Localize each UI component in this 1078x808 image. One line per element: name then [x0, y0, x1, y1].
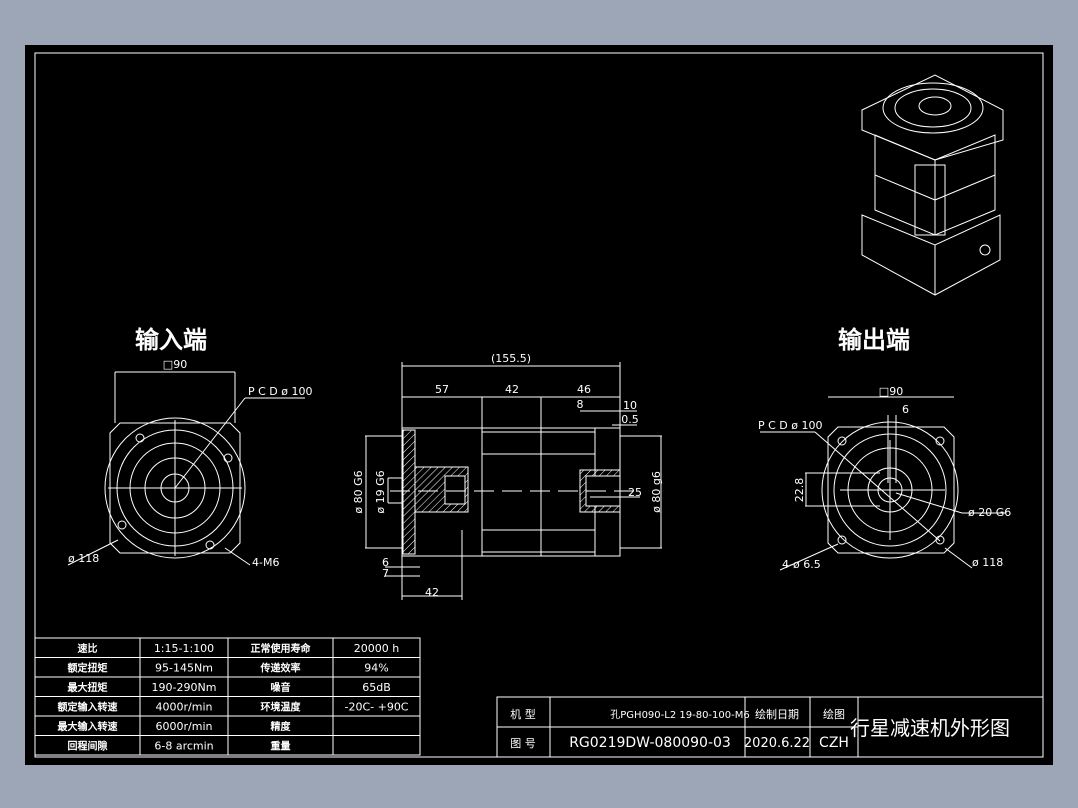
spec-table-cell: 190-290Nm	[152, 681, 217, 694]
drawing: 输入端 □90 P C D ø 100 ø 118 4-M6 (155.5)	[34, 52, 1044, 758]
dim-10: 10	[623, 399, 637, 412]
key-dim: 25	[628, 486, 642, 499]
spec-table-cell: 65dB	[362, 681, 391, 694]
dim-42: 42	[505, 383, 519, 396]
side-view	[365, 362, 662, 600]
cad-drawing-canvas: 输入端 □90 P C D ø 100 ø 118 4-M6 (155.5)	[25, 45, 1053, 765]
overall-length-dim: (155.5)	[491, 352, 531, 365]
flange-dim-6: 6	[382, 556, 389, 569]
spec-table-cell: 20000 h	[354, 642, 399, 655]
input-pcd-dim: P C D ø 100	[248, 385, 313, 398]
spec-table-cell: 6-8 arcmin	[154, 740, 213, 753]
output-pcd-dim: P C D ø 100	[758, 419, 823, 432]
dim-57: 57	[435, 383, 449, 396]
drawer-label: 绘图	[823, 707, 845, 721]
input-dia-dim: ø 118	[68, 552, 99, 565]
spec-table-cell: 额定输入转速	[58, 701, 118, 714]
model-value: 孔PGH090-L2 19-80-100-M6	[610, 709, 749, 721]
spec-table-cell: 最大扭矩	[68, 681, 108, 694]
output-holes-dim: 4-ø 6.5	[782, 558, 821, 571]
dim-0-5: 0.5	[621, 413, 639, 426]
spec-table-cell: 传递效率	[260, 662, 301, 675]
drawing-no-value: RG0219DW-080090-03	[569, 735, 731, 751]
output-shaft-dim: ø 20 G6	[968, 506, 1011, 519]
shaft-dim: ø 80 g6	[650, 471, 663, 513]
spec-table-cell: 重量	[271, 740, 291, 753]
bore-inner-dim: ø 19 G6	[374, 470, 387, 513]
output-square-dim: □90	[879, 385, 903, 398]
spec-table-cell: 回程间隙	[68, 740, 108, 753]
input-view-title: 输入端	[135, 326, 207, 354]
dim-46: 46	[577, 383, 591, 396]
spec-table-cell: 噪音	[271, 681, 291, 694]
input-end-view	[67, 371, 305, 566]
drawing-no-label: 图 号	[510, 737, 536, 750]
input-holes-dim: 4-M6	[252, 556, 279, 569]
spec-table: 速比 1:15-1:100 正常使用寿命 20000 h 额定扭矩 95-145Nm 传递效…	[34, 637, 421, 756]
dim-8: 8	[577, 398, 584, 411]
flange-dim-42: 42	[425, 586, 439, 599]
output-end-view	[760, 396, 1005, 571]
date-value: 2020.6.22	[744, 736, 810, 751]
spec-table-cell: 6000r/min	[156, 720, 213, 733]
spec-table-cell: 环境温度	[261, 701, 302, 714]
drawer-value: CZH	[819, 735, 849, 751]
spec-table-cell: 额定扭矩	[68, 662, 108, 675]
isometric-view	[861, 74, 1004, 296]
output-height-dim: 22.8	[793, 478, 806, 503]
spec-table-cell: 95-145Nm	[155, 662, 213, 675]
model-label: 机 型	[510, 707, 536, 721]
input-square-dim: □90	[163, 358, 187, 371]
output-key-dim: 6	[902, 403, 909, 416]
spec-table-cell: -20C- +90C	[344, 701, 408, 714]
flange-dim-7: 7	[382, 567, 389, 580]
output-view-title: 输出端	[838, 326, 910, 354]
spec-table-cell: 最大输入转速	[58, 720, 118, 733]
spec-table-cell: 1:15-1:100	[154, 642, 214, 655]
drawing-title: 行星减速机外形图	[850, 716, 1010, 740]
date-label: 绘制日期	[755, 707, 799, 721]
spec-table-cell: 速比	[78, 642, 98, 655]
spec-table-cell: 94%	[364, 662, 388, 675]
spec-table-cell: 正常使用寿命	[251, 642, 312, 655]
bore-outer-dim: ø 80 G6	[352, 470, 365, 513]
spec-table-cell: 精度	[271, 720, 292, 733]
spec-table-cell: 4000r/min	[156, 701, 213, 714]
output-dia-dim: ø 118	[972, 556, 1003, 569]
title-block	[496, 696, 1044, 758]
